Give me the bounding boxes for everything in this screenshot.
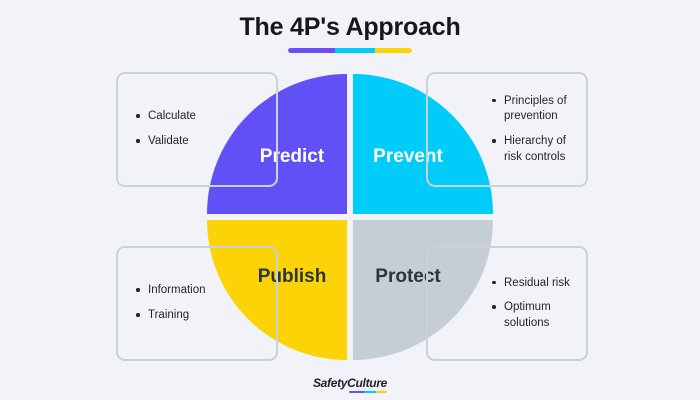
list-item: Hierarchy of risk controls: [490, 134, 572, 165]
logo-underline-accent: [349, 391, 388, 393]
list-item: Calculate: [134, 109, 254, 125]
info-box-predict: Calculate Validate: [116, 72, 278, 187]
page-title: The 4P's Approach: [239, 13, 461, 41]
wheel-quadrant-publish-label: Publish: [257, 266, 327, 287]
bullet-icon: [136, 139, 140, 143]
list-item-label: Calculate: [148, 110, 196, 123]
list-item: Training: [134, 308, 254, 324]
list-item-label: Information: [148, 284, 206, 297]
info-list-predict: Calculate Validate: [134, 109, 254, 149]
info-list-prevent: Principles of prevention Hierarchy of ri…: [490, 94, 572, 165]
list-item-label: Validate: [148, 135, 189, 147]
bullet-icon: [136, 313, 140, 317]
title-underline-segment-cyan: [335, 47, 375, 53]
safetyculture-logo: SafetyCulture: [312, 376, 388, 393]
logo-underline-segment-yellow: [376, 391, 388, 393]
list-item: Residual risk: [490, 276, 572, 292]
bullet-icon: [136, 288, 140, 292]
title-block: The 4P's Approach: [0, 13, 700, 53]
logo-word-culture: Culture: [347, 376, 388, 390]
wheel-quadrant-predict-label: Predict: [259, 146, 325, 167]
bullet-icon: [492, 280, 496, 285]
list-item-label: Principles of prevention: [504, 94, 567, 123]
list-item: Validate: [134, 134, 254, 150]
bullet-icon: [492, 139, 496, 143]
list-item: Information: [134, 283, 254, 299]
info-box-prevent: Principles of prevention Hierarchy of ri…: [426, 72, 588, 187]
list-item-label: Residual risk: [504, 276, 570, 289]
bullet-icon: [492, 305, 496, 309]
info-box-publish: Information Training: [116, 246, 278, 361]
info-box-protect: Residual risk Optimum solutions: [426, 246, 588, 361]
title-underline-segment-yellow: [374, 47, 412, 53]
list-item-label: Training: [148, 309, 190, 321]
wheel-quadrant-protect-label: Protect: [375, 266, 441, 287]
list-item-label: Hierarchy of risk controls: [504, 135, 566, 163]
title-underline-accent: [288, 47, 412, 53]
footer: SafetyCulture: [0, 374, 700, 393]
info-list-protect: Residual risk Optimum solutions: [490, 276, 572, 332]
bullet-icon: [136, 114, 140, 118]
logo-word-safety: Safety: [312, 376, 348, 390]
info-list-publish: Information Training: [134, 283, 254, 323]
bullet-icon: [492, 98, 496, 103]
logo-underline-segment-cyan: [363, 391, 377, 393]
title-underline-segment-purple: [288, 47, 336, 53]
list-item-label: Optimum solutions: [504, 301, 551, 329]
list-item: Principles of prevention: [490, 94, 572, 125]
logo-underline-segment-purple: [349, 391, 364, 393]
wheel-quadrant-prevent-label: Prevent: [373, 146, 443, 167]
list-item: Optimum solutions: [490, 300, 572, 331]
